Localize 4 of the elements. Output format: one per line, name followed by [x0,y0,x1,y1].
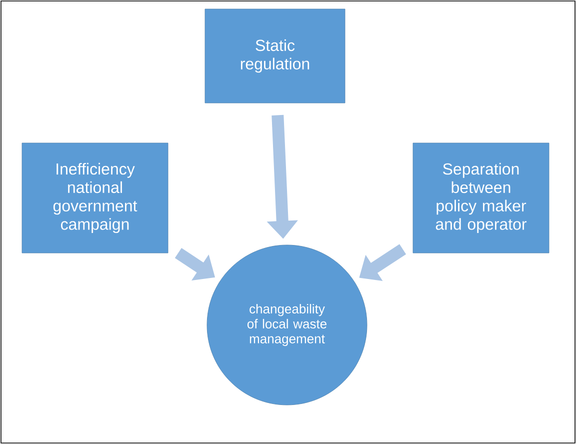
circle-node: changeability of local waste management [206,244,368,406]
text-box: Separation between policy maker and operator [412,142,550,254]
text-box: Static regulation [204,8,346,104]
text-box: Inefficiency national government campaign [22,142,168,254]
